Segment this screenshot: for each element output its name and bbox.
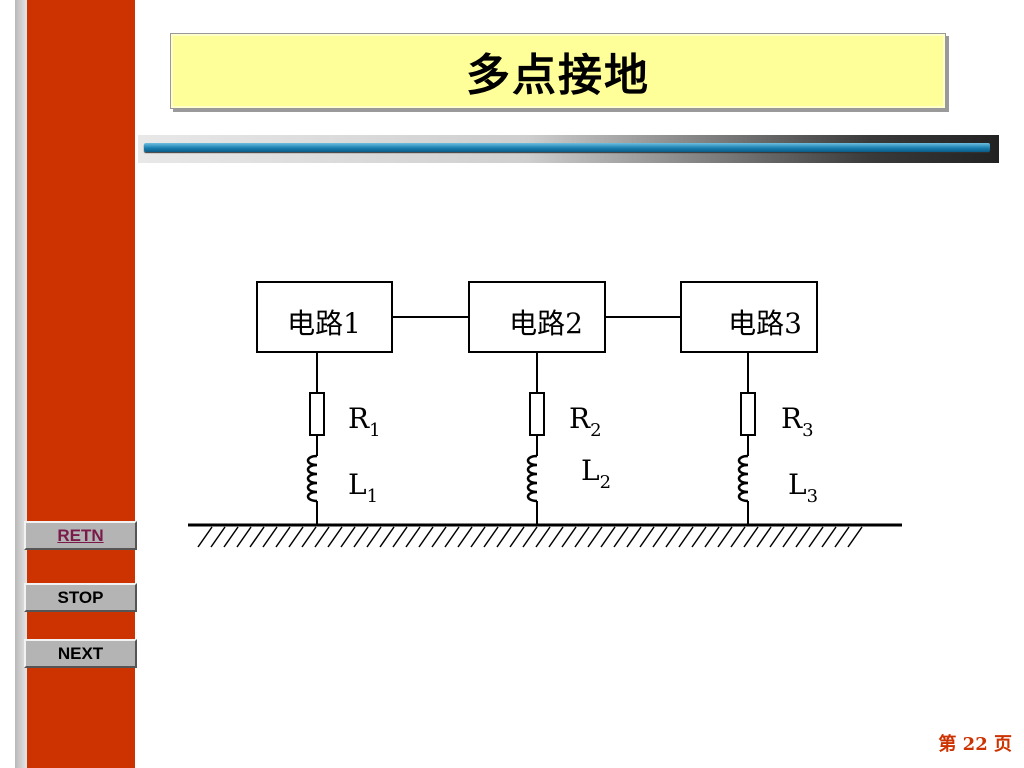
stop-button-label: STOP	[57, 587, 104, 607]
inductor-symbol-3	[737, 454, 749, 503]
ground-hatch	[197, 526, 863, 548]
next-button-label: NEXT	[57, 643, 104, 663]
next-button[interactable]: NEXT	[24, 639, 137, 668]
resistor-symbol-1	[309, 392, 325, 436]
ground-branch-3	[737, 352, 756, 525]
retn-button-label: RETN	[57, 525, 104, 545]
ground-branch-2	[526, 352, 545, 525]
circuit-label-3: 电路3	[728, 307, 802, 340]
inductor-label-2: L2	[581, 454, 611, 493]
retn-button[interactable]: RETN	[24, 521, 137, 550]
page-title: 多点接地	[466, 50, 650, 101]
inductor-symbol-1	[306, 454, 318, 503]
inductor-symbol-2	[526, 454, 538, 503]
page-number: 第 22 页	[938, 734, 1012, 755]
stop-button[interactable]: STOP	[24, 583, 137, 612]
inductor-label-3: L3	[788, 468, 818, 507]
circuit-box-2	[468, 281, 606, 353]
inductor-label-1: L1	[348, 468, 378, 507]
resistor-label-1: R1	[348, 402, 381, 441]
ground-branch-1	[306, 352, 325, 525]
sidebar-shadow	[15, 0, 27, 768]
circuit-label-1: 电路1	[287, 307, 361, 340]
resistor-symbol-3	[740, 392, 756, 436]
circuit-box-1	[256, 281, 393, 353]
title-divider	[138, 135, 999, 163]
resistor-label-3: R3	[781, 402, 814, 441]
divider-blue-line	[144, 143, 990, 152]
resistor-label-2: R2	[569, 402, 602, 441]
circuit-label-2: 电路2	[509, 307, 583, 340]
resistor-symbol-2	[529, 392, 545, 436]
title-box: 多点接地	[170, 33, 946, 109]
